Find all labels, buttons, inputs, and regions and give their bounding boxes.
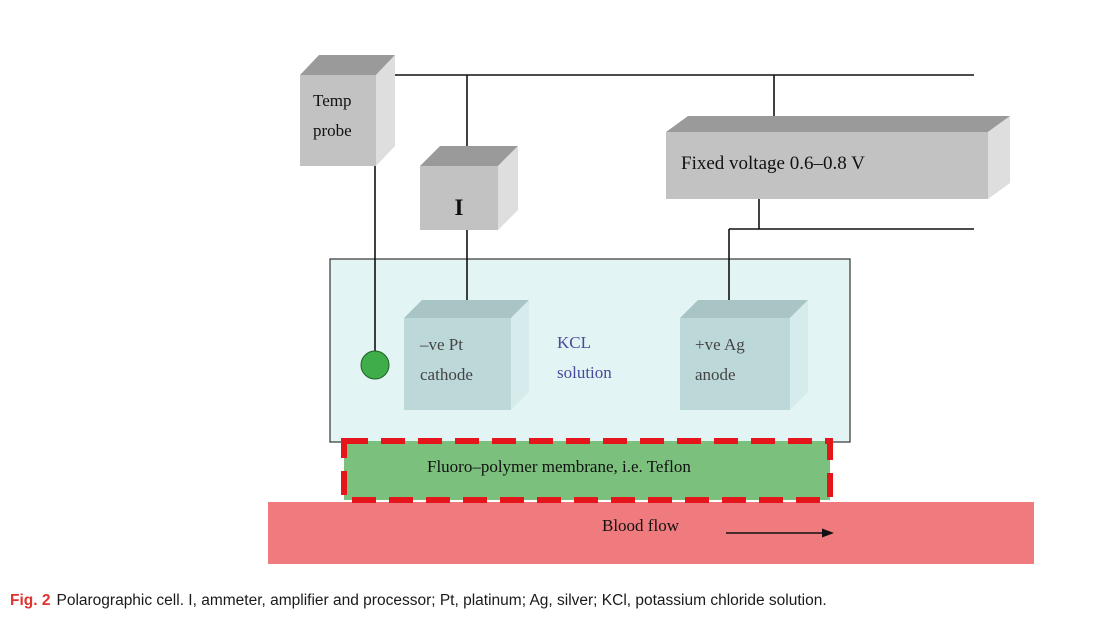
cathode-top: [404, 300, 529, 318]
anode-top: [680, 300, 808, 318]
figure-label: Fig. 2: [10, 592, 51, 609]
anode-front: [680, 318, 790, 410]
anode-electrode: +ve Ag anode: [680, 300, 808, 410]
ammeter-box: I: [420, 146, 518, 230]
solution-label-line1: KCL: [557, 333, 591, 352]
fixed-voltage-side: [988, 116, 1010, 199]
temp-probe-side: [376, 55, 395, 166]
cathode-electrode: –ve Pt cathode: [404, 300, 529, 410]
fixed-voltage-label: Fixed voltage 0.6–0.8 V: [681, 153, 865, 174]
fixed-voltage-box: Fixed voltage 0.6–0.8 V: [666, 116, 1010, 199]
anode-label-line2: anode: [695, 365, 736, 384]
cathode-label-line2: cathode: [420, 365, 473, 384]
blood-flow-label: Blood flow: [602, 516, 680, 535]
ammeter-top: [420, 146, 518, 166]
figure-caption: Fig. 2 Polarographic cell. I, ammeter, am…: [10, 592, 1090, 610]
fixed-voltage-front: [666, 132, 988, 199]
membrane-dashed-border: [341, 438, 833, 503]
ammeter-front: [420, 166, 498, 230]
cathode-label-line1: –ve Pt: [419, 335, 463, 354]
blood-layer: [268, 502, 1034, 564]
membrane-fill: [344, 441, 830, 500]
temp-probe-front: [300, 75, 376, 166]
anode-side: [790, 300, 808, 410]
figure-caption-text: Polarographic cell. I, ammeter, amplifie…: [56, 592, 827, 609]
fixed-voltage-top: [666, 116, 1010, 132]
temp-probe-label-line2: probe: [313, 121, 352, 140]
membrane-label: Fluoro–polymer membrane, i.e. Teflon: [427, 457, 691, 476]
temp-probe-label-line1: Temp: [313, 91, 351, 110]
cathode-side: [511, 300, 529, 410]
blood-flow-arrow-head: [822, 528, 834, 538]
blood-flow-region: Blood flow: [268, 502, 1034, 564]
temp-probe-box: Temp probe: [300, 55, 395, 166]
temp-probe-tip: [360, 350, 390, 380]
ammeter-side: [498, 146, 518, 230]
solution-label-line2: solution: [557, 363, 612, 382]
anode-label-line1: +ve Ag: [695, 335, 745, 354]
ammeter-label: I: [455, 195, 464, 220]
cathode-front: [404, 318, 511, 410]
temp-probe-top: [300, 55, 395, 75]
membrane: Fluoro–polymer membrane, i.e. Teflon: [341, 438, 833, 503]
polarographic-cell-diagram: Blood flow Fluoro–polymer membrane, i.e.…: [268, 55, 1034, 564]
